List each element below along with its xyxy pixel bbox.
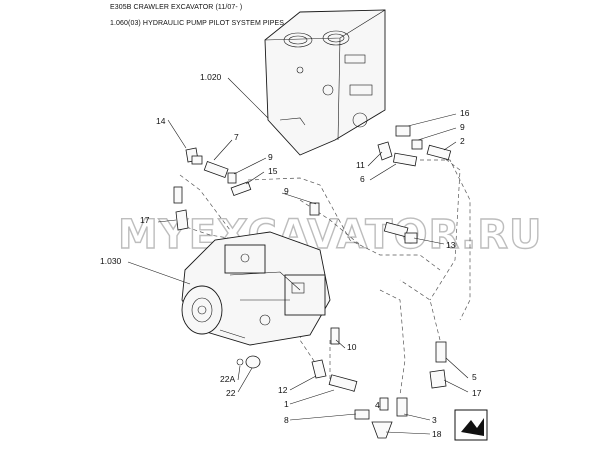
- fitting-14b: [173, 186, 183, 204]
- valve-block: [264, 9, 386, 156]
- fitting-17b: [429, 369, 447, 389]
- callout-6: 6: [360, 174, 365, 184]
- fittings: [173, 125, 452, 439]
- hydraulic-pump: [181, 231, 331, 346]
- fitting-12: [311, 359, 327, 379]
- fitting-13: [383, 221, 418, 244]
- fitting-3: [396, 397, 408, 417]
- callout-22: 22: [226, 388, 236, 398]
- fitting-2: [426, 144, 452, 161]
- callout-12: 12: [278, 385, 288, 395]
- callout-17b: 17: [472, 388, 482, 398]
- fitting-15: [230, 181, 252, 197]
- fitting-6: [393, 152, 418, 167]
- callout-3: 3: [432, 415, 437, 425]
- next-page-icon[interactable]: [454, 409, 488, 441]
- fitting-8: [354, 409, 370, 420]
- fitting-5: [435, 341, 447, 363]
- fitting-4: [379, 397, 389, 411]
- callout-1020: 1.020: [200, 72, 222, 82]
- fitting-11: [377, 141, 393, 161]
- fitting-9a: [227, 172, 237, 184]
- callout-5: 5: [472, 372, 477, 382]
- fitting-22: [245, 355, 261, 369]
- callout-9b: 9: [284, 186, 289, 196]
- callout-22A: 22A: [220, 374, 235, 384]
- fitting-9c: [411, 139, 423, 150]
- callout-10: 10: [347, 342, 357, 352]
- fitting-10: [330, 327, 340, 345]
- callout-labels: 1.020 1.030 14 7 9 15 9 17 16 9 2 11 6 1…: [100, 72, 482, 439]
- fitting-22A: [236, 358, 244, 366]
- callout-14: 14: [156, 116, 166, 126]
- callout-16: 16: [460, 108, 470, 118]
- leader-lines: [127, 77, 469, 435]
- fitting-1: [328, 374, 358, 392]
- callout-9c: 9: [460, 122, 465, 132]
- fitting-7: [203, 161, 229, 179]
- fitting-17a: [175, 209, 189, 231]
- watermark: MYEXCAVATOR.RU: [118, 212, 543, 258]
- callout-11: 11: [356, 160, 365, 170]
- callout-9a: 9: [268, 152, 273, 162]
- fitting-18: [371, 421, 393, 439]
- pipe-routing: [179, 154, 471, 396]
- fitting-9b: [309, 202, 320, 216]
- callout-18: 18: [432, 429, 442, 439]
- fitting-16: [395, 125, 411, 137]
- page-subtitle: 1.060(03) HYDRAULIC PUMP PILOT SYSTEM PI…: [110, 20, 285, 27]
- callout-17a: 17: [140, 215, 150, 225]
- callout-4: 4: [375, 400, 380, 410]
- callout-2: 2: [460, 136, 465, 146]
- callout-1: 1: [284, 399, 289, 409]
- callout-13: 13: [446, 240, 456, 250]
- page-title: E305B CRAWLER EXCAVATOR (11/07- ): [110, 4, 243, 11]
- callout-1030: 1.030: [100, 256, 122, 266]
- callout-7: 7: [234, 132, 239, 142]
- fitting-14: [185, 147, 203, 165]
- callout-15: 15: [268, 166, 278, 176]
- callout-8: 8: [284, 415, 289, 425]
